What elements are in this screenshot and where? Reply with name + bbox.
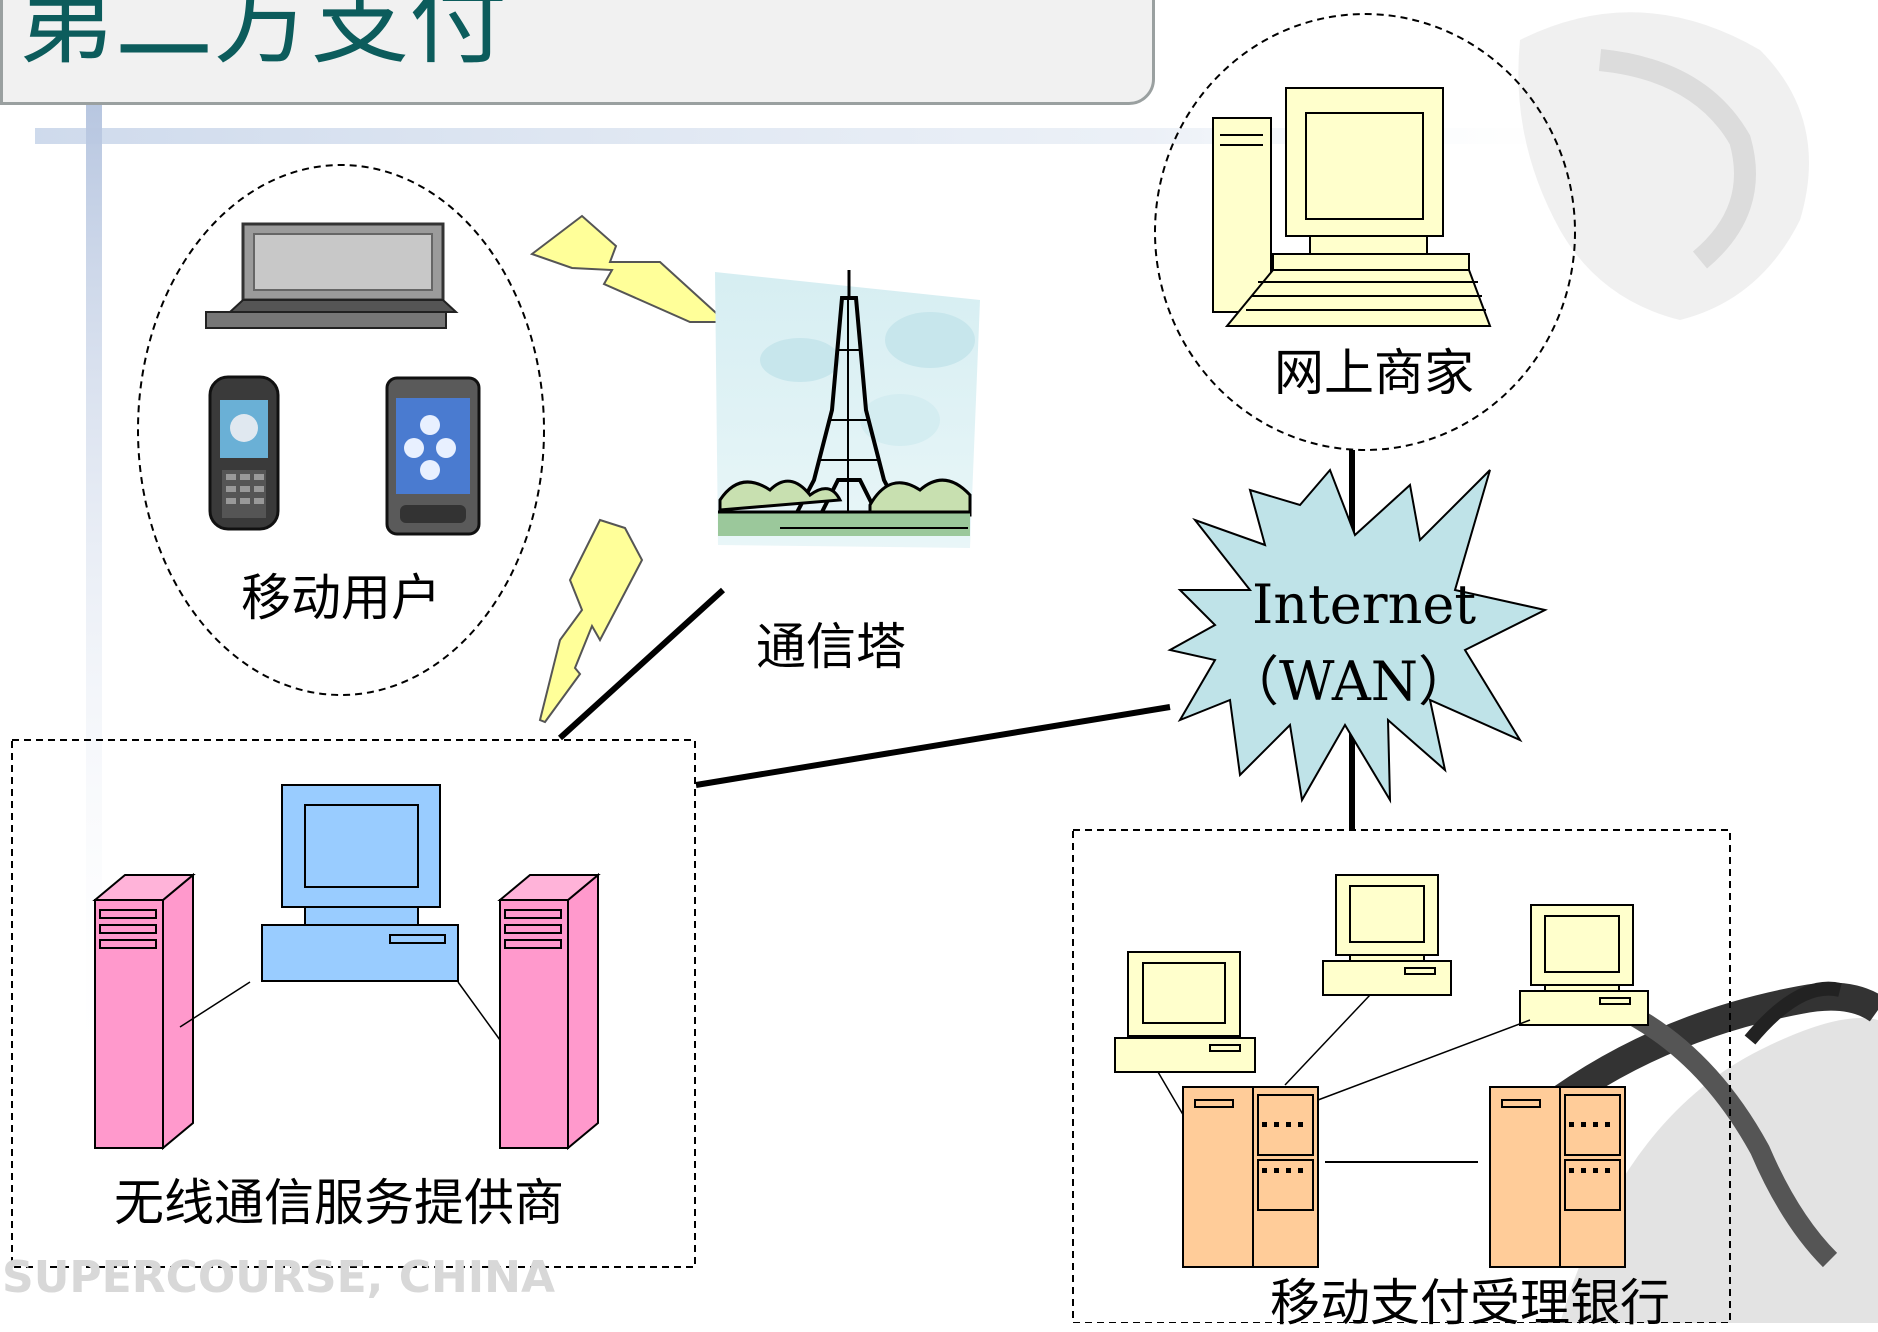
merchant-label: 网上商家 (1274, 344, 1474, 402)
provider-computer-icon (179, 784, 501, 1041)
bank-server-left-icon (1182, 1086, 1319, 1268)
merchant-group-outline (1154, 13, 1576, 451)
mobile-user-group-outline (137, 164, 545, 696)
provider-label: 无线通信服务提供商 (114, 1174, 564, 1232)
internet-label: Internet (1252, 573, 1477, 636)
bank-pc-middle-icon (1322, 874, 1452, 996)
page-title: 第二方支付 (17, 0, 508, 78)
lightning-bolt-bottom-icon (538, 518, 644, 724)
bank-pc-left-icon (1114, 951, 1256, 1073)
lightning-bolt-top-icon (529, 214, 729, 323)
wan-label: （WAN） (1225, 650, 1473, 713)
merchant-computer-icon (1212, 87, 1492, 327)
eiffel-tower-icon (715, 270, 980, 548)
bank-label: 移动支付受理银行 (1270, 1274, 1670, 1332)
provider-tower-link (557, 587, 726, 741)
mobile-phone-icon (208, 375, 280, 531)
mobile-user-label: 移动用户 (241, 569, 441, 627)
internet-cloud-icon (1167, 468, 1548, 804)
tower-label: 通信塔 (756, 618, 906, 676)
title-banner: 第二方支付 (0, 0, 1155, 105)
provider-server-right-icon (497, 872, 601, 1151)
provider-internet-link (695, 704, 1171, 788)
bank-pc-right-icon (1519, 904, 1649, 1026)
background-decoration (35, 12, 1878, 1323)
bank-server-right-icon (1489, 1086, 1626, 1268)
provider-server-left-icon (92, 872, 196, 1151)
provider-group-outline (11, 739, 696, 1268)
watermark-text: SUPERCOURSE, CHINA (2, 1252, 556, 1303)
laptop-icon (205, 222, 459, 329)
bank-group-outline (1072, 829, 1731, 1323)
pda-icon (385, 376, 481, 536)
